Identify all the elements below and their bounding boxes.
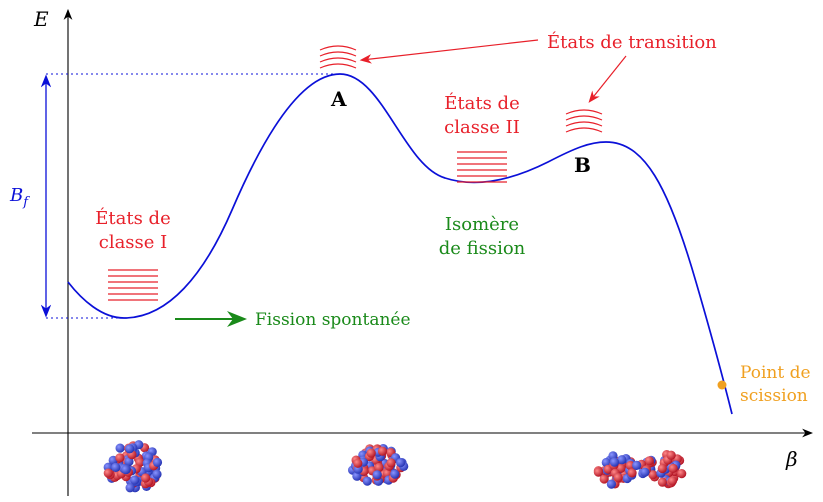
beta-axis-label: β xyxy=(785,447,798,471)
scission-label-line1: Point de xyxy=(740,363,811,383)
nucleon xyxy=(377,446,388,456)
nucleon xyxy=(362,476,372,486)
nucleon xyxy=(593,467,604,477)
nucleon xyxy=(632,460,642,470)
class2-levels xyxy=(457,151,507,183)
scission-point xyxy=(717,380,727,390)
transition-arcs-a xyxy=(319,45,357,69)
nucleon xyxy=(606,479,617,489)
spontaneous-fission-label: Fission spontanée xyxy=(255,310,411,330)
nucleon xyxy=(609,457,620,467)
nucleon xyxy=(613,473,623,483)
nucleon xyxy=(667,476,678,486)
peak-a-label: A xyxy=(330,87,347,111)
nucleon xyxy=(130,475,140,485)
energy-curve xyxy=(67,73,733,415)
nucleon xyxy=(353,458,363,468)
nucleon xyxy=(124,456,134,467)
class1-label-line2: classe I xyxy=(99,232,168,253)
transition-arcs-b xyxy=(565,109,603,133)
nucleon xyxy=(677,469,687,479)
nucleon xyxy=(617,455,627,465)
e-axis-label: E xyxy=(33,7,49,31)
nucleon xyxy=(668,463,678,473)
peak-b-label: B xyxy=(574,153,591,177)
nucleon xyxy=(121,465,131,475)
nucleon xyxy=(386,458,396,468)
nucleon xyxy=(103,468,113,478)
class2-label-line1: États de xyxy=(444,91,519,114)
nucleon xyxy=(372,470,382,480)
nucleon xyxy=(374,462,384,473)
nucleon xyxy=(657,463,667,474)
nucleon xyxy=(640,467,650,477)
nucleon xyxy=(152,469,162,479)
nucleus-scission-icon xyxy=(593,450,687,489)
nucleus-deformed-icon xyxy=(348,444,409,486)
class1-label-line1: États de xyxy=(95,206,170,229)
class2-label-line2: classe II xyxy=(444,117,520,138)
nucleon xyxy=(644,456,654,466)
nucleon xyxy=(111,462,121,472)
nucleon xyxy=(627,468,637,478)
nucleon xyxy=(390,469,400,479)
isomer-label-line2: de fission xyxy=(439,238,526,259)
scission-label-line2: scission xyxy=(740,386,808,406)
transition-arrow-b xyxy=(588,55,627,103)
class1-levels xyxy=(108,269,158,301)
transition-arrow-a xyxy=(359,39,539,64)
nucleon xyxy=(599,474,609,484)
nucleon xyxy=(141,473,151,483)
nucleon xyxy=(152,457,163,467)
nucleus-spherical-icon xyxy=(103,440,163,493)
nucleon xyxy=(125,483,135,493)
transition-states-label: États de transition xyxy=(547,30,717,53)
nucleon xyxy=(657,477,668,487)
isomer-label-line1: Isomère xyxy=(445,214,519,235)
nucleon xyxy=(125,444,135,454)
bf-label: Bf xyxy=(9,185,30,210)
nucleon xyxy=(115,443,125,453)
nucleon xyxy=(648,470,658,480)
nucleon xyxy=(666,450,676,460)
nucleon xyxy=(366,448,376,458)
nucleon xyxy=(115,453,125,463)
nucleon xyxy=(396,458,406,468)
